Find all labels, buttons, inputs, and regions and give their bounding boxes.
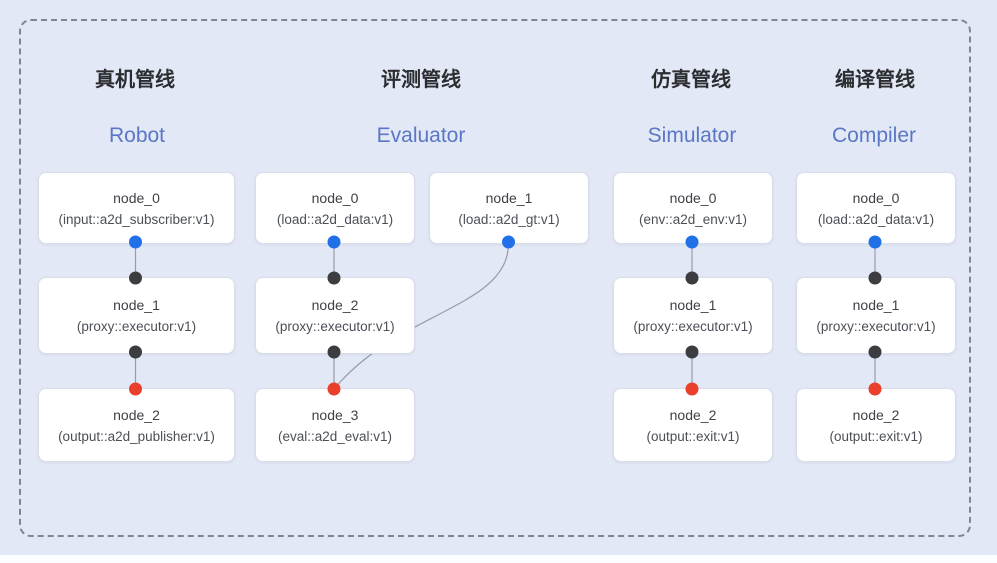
evaluator-node-3: node_3 (eval::a2d_eval:v1) xyxy=(255,388,415,462)
node-type: (eval::a2d_eval:v1) xyxy=(277,428,393,444)
evaluator-node-0: node_0 (load::a2d_data:v1) xyxy=(255,172,415,244)
pipeline-title-en-compiler: Compiler xyxy=(831,124,917,147)
node-type: (load::a2d_data:v1) xyxy=(276,211,394,227)
compiler-node-1: node_1 (proxy::executor:v1) xyxy=(796,277,956,354)
node-type: (output::a2d_publisher:v1) xyxy=(58,428,215,444)
node-type: (env::a2d_env:v1) xyxy=(638,211,748,227)
node-type: (output::exit:v1) xyxy=(646,428,740,444)
pipeline-title-zh-simulator: 仿真管线 xyxy=(651,69,731,91)
node-name: node_1 xyxy=(113,297,160,313)
pipeline-title-zh-evaluator: 评测管线 xyxy=(381,69,461,91)
node-name: node_0 xyxy=(311,189,359,206)
node-type: (load::a2d_data:v1) xyxy=(817,211,935,227)
evaluator-node-1: node_1 (load::a2d_gt:v1) xyxy=(429,172,589,244)
node-type: (load::a2d_gt:v1) xyxy=(458,211,560,227)
node-name: node_2 xyxy=(669,406,717,423)
pipeline-title-zh-compiler: 编译管线 xyxy=(835,69,915,91)
compiler-node-2: node_2 (output::exit:v1) xyxy=(796,388,956,462)
node-type: (proxy::executor:v1) xyxy=(633,319,753,334)
dashed-frame xyxy=(19,19,971,537)
robot-node-2: node_2 (output::a2d_publisher:v1) xyxy=(38,388,235,462)
simulator-node-2: node_2 (output::exit:v1) xyxy=(613,388,773,462)
node-name: node_0 xyxy=(113,189,160,206)
pipeline-title-zh-robot: 真机管线 xyxy=(95,69,175,91)
node-type: (proxy::executor:v1) xyxy=(816,319,936,334)
node-type: (proxy::executor:v1) xyxy=(275,319,395,334)
node-name: node_1 xyxy=(852,297,900,313)
simulator-node-0: node_0 (env::a2d_env:v1) xyxy=(613,172,773,244)
pipeline-title-en-evaluator: Evaluator xyxy=(376,124,466,147)
robot-node-0: node_0 (input::a2d_subscriber:v1) xyxy=(38,172,235,244)
node-name: node_2 xyxy=(311,297,359,313)
robot-node-1: node_1 (proxy::executor:v1) xyxy=(38,277,235,354)
node-name: node_0 xyxy=(669,189,717,206)
bottom-white-strip xyxy=(0,555,997,563)
node-name: node_2 xyxy=(852,406,900,423)
evaluator-node-2: node_2 (proxy::executor:v1) xyxy=(255,277,415,354)
simulator-node-1: node_1 (proxy::executor:v1) xyxy=(613,277,773,354)
node-name: node_0 xyxy=(852,189,900,206)
pipeline-title-en-simulator: Simulator xyxy=(647,124,737,147)
node-name: node_3 xyxy=(311,406,359,423)
node-type: (output::exit:v1) xyxy=(829,428,923,444)
compiler-node-0: node_0 (load::a2d_data:v1) xyxy=(796,172,956,244)
node-name: node_2 xyxy=(113,406,160,423)
node-type: (input::a2d_subscriber:v1) xyxy=(58,211,215,227)
pipeline-title-en-robot: Robot xyxy=(108,124,166,147)
node-name: node_1 xyxy=(669,297,717,313)
node-name: node_1 xyxy=(485,189,533,206)
node-type: (proxy::executor:v1) xyxy=(76,319,197,334)
